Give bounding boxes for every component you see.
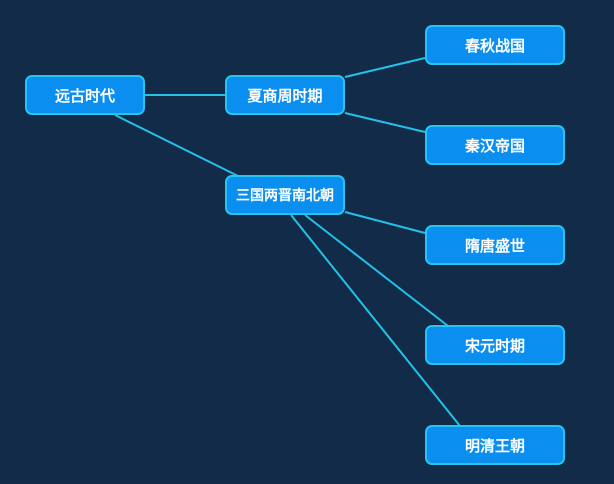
node-three-kingdoms[interactable]: 三国两晋南北朝	[225, 175, 345, 215]
node-xia-shang-zhou[interactable]: 夏商周时期	[225, 75, 345, 115]
link-xia-spring-autumn	[344, 57, 426, 78]
node-song-yuan[interactable]: 宋元时期	[425, 325, 565, 365]
link-xia-qin-han	[344, 112, 426, 133]
node-sui-tang[interactable]: 隋唐盛世	[425, 225, 565, 265]
node-ming-qing[interactable]: 明清王朝	[425, 425, 565, 465]
node-qin-han[interactable]: 秦汉帝国	[425, 125, 565, 165]
link-three-kingdoms-sui-tang	[344, 211, 426, 234]
node-root[interactable]: 远古时代	[25, 75, 145, 115]
link-root-three-kingdoms	[114, 114, 241, 178]
node-spring-autumn[interactable]: 春秋战国	[425, 25, 565, 65]
